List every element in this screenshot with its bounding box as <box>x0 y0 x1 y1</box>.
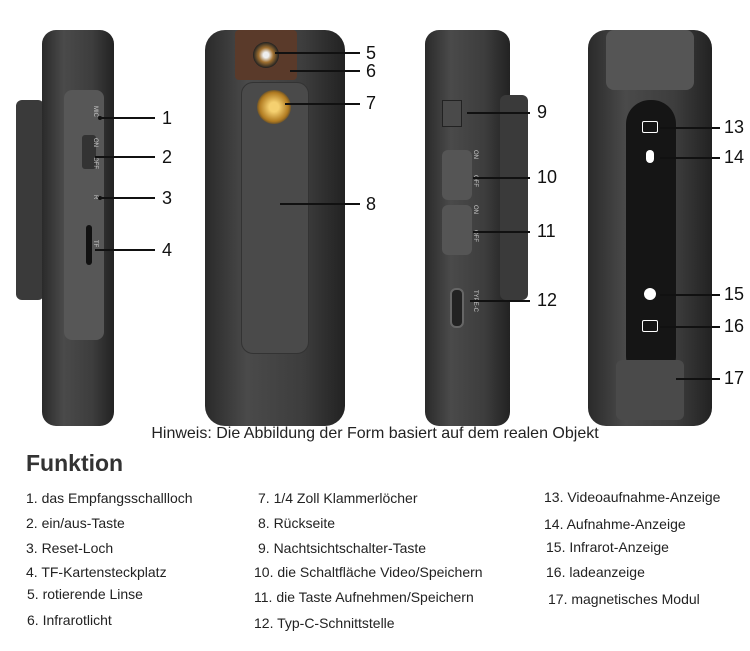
function-item: 1. das Empfangsschallloch <box>26 490 193 506</box>
device-side-view-left <box>42 30 114 426</box>
infrared-bulb-icon <box>644 288 656 300</box>
callout-8: 8 <box>366 194 377 214</box>
callout-11: 11 <box>537 221 556 241</box>
function-item: 11. die Taste Aufnehmen/Speichern <box>254 589 474 605</box>
back-clip <box>241 82 309 354</box>
callout-9: 9 <box>537 102 548 122</box>
callout-10: 10 <box>537 167 558 187</box>
typec-port <box>450 288 464 328</box>
lens <box>253 42 279 68</box>
callout-16: 16 <box>724 316 745 336</box>
on-label-11: ON <box>472 205 478 214</box>
function-item: 17. magnetisches Modul <box>548 591 700 607</box>
side-clip-left <box>16 100 44 300</box>
function-item: 2. ein/aus-Taste <box>26 515 125 531</box>
tf-label: TF <box>92 240 98 248</box>
record-switch <box>442 205 472 255</box>
on-label: ON <box>92 138 98 147</box>
function-item: 6. Infrarotlicht <box>27 612 112 628</box>
callout-6: 6 <box>366 61 377 81</box>
callout-4: 4 <box>162 240 173 260</box>
callout-1: 1 <box>162 108 173 128</box>
function-item: 12. Typ-C-Schnittstelle <box>254 615 395 631</box>
caption: Hinweis: Die Abbildung der Form basiert … <box>151 425 599 442</box>
function-item: 10. die Schaltfläche Video/Speichern <box>254 564 483 580</box>
battery-icon <box>642 320 658 332</box>
clip-screw-hole <box>257 90 291 124</box>
callout-7: 7 <box>366 93 377 113</box>
device-side-view-right <box>425 30 510 426</box>
power-switch <box>82 135 96 169</box>
callout-5: 5 <box>366 43 377 63</box>
mic-label: MIC <box>92 106 98 117</box>
callout-2: 2 <box>162 147 173 167</box>
callout-13: 13 <box>724 117 745 137</box>
function-item: 8. Rückseite <box>258 515 336 531</box>
on-label-10: ON <box>472 150 478 159</box>
device-front-view <box>205 30 345 426</box>
off-label: OFF <box>92 157 98 169</box>
callout-3: 3 <box>162 188 173 208</box>
function-item: 15. Infrarot-Anzeige <box>546 539 669 555</box>
function-item: 5. rotierende Linse <box>27 586 143 602</box>
device-back-view <box>588 30 712 426</box>
indicator-strip <box>626 100 676 380</box>
section-heading: Funktion <box>26 450 124 476</box>
function-item: 14. Aufnahme-Anzeige <box>544 516 686 532</box>
callout-14: 14 <box>724 147 745 167</box>
function-item: 7. 1/4 Zoll Klammerlöcher <box>258 490 418 506</box>
side-clip-right <box>500 95 528 300</box>
magnetic-module <box>616 360 684 420</box>
video-switch <box>442 150 472 200</box>
callout-15: 15 <box>724 284 745 304</box>
function-item: 4. TF-Kartensteckplatz <box>26 564 167 580</box>
tf-slot <box>86 225 92 265</box>
callout-12: 12 <box>537 290 558 310</box>
function-item: 9. Nachtsichtschalter-Taste <box>258 540 427 556</box>
callout-17: 17 <box>724 368 745 388</box>
function-item: 13. Videoaufnahme-Anzeige <box>544 489 721 505</box>
video-indicator-icon <box>642 121 658 133</box>
microphone-icon <box>646 150 654 163</box>
function-item: 16. ladeanzeige <box>546 564 645 580</box>
function-item: 3. Reset-Loch <box>26 540 114 556</box>
night-vision-button <box>442 100 462 127</box>
